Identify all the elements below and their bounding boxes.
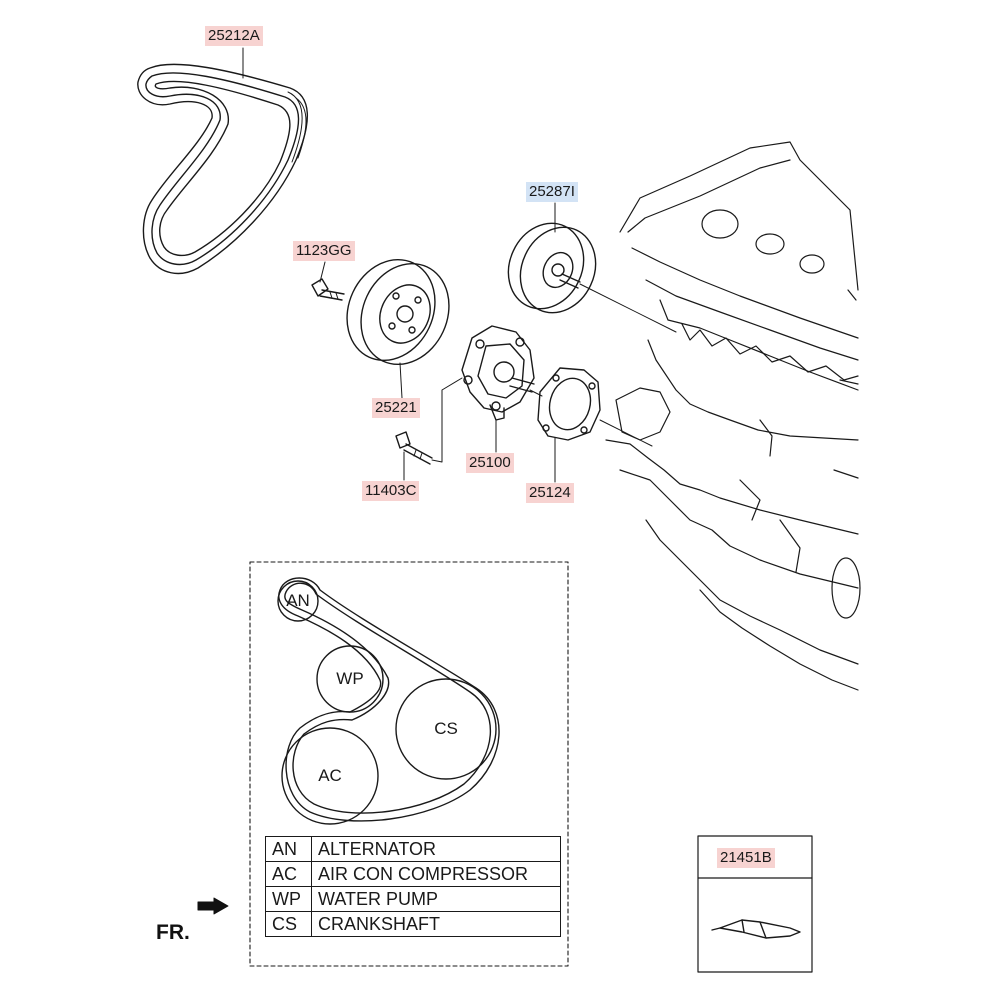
legend-code: AN (265, 836, 312, 862)
pulley-legend-table: AN ALTERNATOR AC AIR CON COMPRESSOR WP W… (265, 836, 561, 937)
legend-code: AC (265, 861, 312, 887)
legend-row: WP WATER PUMP (265, 886, 561, 912)
idler-mount-line (579, 283, 677, 333)
legend-name: ALTERNATOR (311, 836, 561, 862)
part-label-25221[interactable]: 25221 (372, 398, 420, 418)
water-pump-25100[interactable] (461, 325, 535, 421)
pulley-25221[interactable] (331, 245, 465, 379)
front-direction-arrow-icon (197, 897, 229, 915)
bolt-1123gg[interactable] (311, 278, 345, 301)
legend-code: WP (265, 886, 312, 912)
legend-name: CRANKSHAFT (311, 911, 561, 937)
routing-belt-path (278, 577, 500, 822)
pulley-circle-an (277, 580, 319, 622)
part-label-25212a[interactable]: 25212A (205, 26, 263, 46)
part-21451b-box (697, 835, 813, 973)
drive-belt[interactable] (137, 63, 308, 275)
gasket-25124[interactable] (537, 367, 601, 441)
pump-to-gasket-line (529, 389, 543, 397)
part-label-11403c[interactable]: 11403C (362, 481, 420, 501)
pulley-label-cs: CS (434, 719, 458, 738)
pulley-label-wp: WP (336, 669, 364, 688)
part-label-25100[interactable]: 25100 (466, 453, 514, 473)
legend-name: AIR CON COMPRESSOR (311, 861, 561, 887)
legend-row: AC AIR CON COMPRESSOR (265, 861, 561, 887)
legend-name: WATER PUMP (311, 886, 561, 912)
part-label-1123gg[interactable]: 1123GG (293, 241, 355, 261)
pulley-circle-cs (395, 678, 497, 780)
engine-block (605, 141, 861, 691)
idler-pulley-25287i[interactable] (495, 211, 609, 325)
pulley-circle-ac (281, 727, 379, 825)
part-label-25124[interactable]: 25124 (526, 483, 574, 503)
front-indicator-label: FR. (156, 921, 190, 944)
leader-line-1123gg (319, 261, 326, 283)
pulley-label-ac: AC (318, 766, 342, 785)
pulley-label-an: AN (286, 591, 310, 610)
legend-row: CS CRANKSHAFT (265, 911, 561, 937)
leader-line-25221 (399, 362, 403, 399)
legend-code: CS (265, 911, 312, 937)
belt-routing-inset (249, 561, 569, 967)
pulley-circle-wp (316, 645, 384, 713)
gasket-mount-line (599, 419, 653, 447)
legend-row: AN ALTERNATOR (265, 836, 561, 862)
bolt-11403c[interactable] (395, 431, 433, 465)
part-label-21451b[interactable]: 21451B (717, 848, 775, 868)
bolt-route-line (431, 377, 463, 463)
sealant-tube-icon[interactable] (711, 919, 801, 939)
part-label-25287i[interactable]: 25287I (526, 182, 578, 202)
